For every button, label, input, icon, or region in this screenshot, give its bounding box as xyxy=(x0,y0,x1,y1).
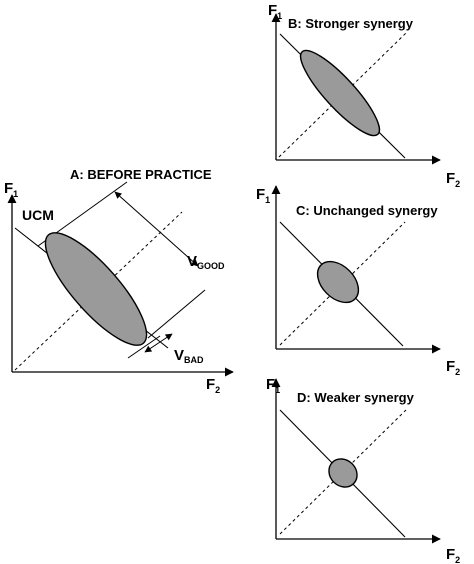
panel-b-x-axis-label: F2 xyxy=(446,170,460,189)
panel-c-title: C: Unchanged synergy xyxy=(296,203,438,218)
panel-a-x-axis-label: F2 xyxy=(206,376,220,395)
panel-a-title: A: BEFORE PRACTICE xyxy=(70,167,212,182)
panel-a-y-axis-label: F1 xyxy=(4,180,18,199)
panel-c-diagonal xyxy=(279,221,406,346)
panel-c-ellipse xyxy=(316,260,360,304)
panel-b-title: B: Stronger synergy xyxy=(288,16,414,31)
panel-a: A: BEFORE PRACTICE F1 F2 UCM VGOOD VBAD xyxy=(4,167,234,395)
panel-a-ellipse-tangent-bottom xyxy=(147,289,206,339)
panel-d-title: D: Weaker synergy xyxy=(297,390,415,405)
panel-d-y-axis-label: F1 xyxy=(266,376,280,395)
v-bad-label: VBAD xyxy=(174,347,204,365)
v-good-label: VGOOD xyxy=(187,253,225,271)
panel-d: D: Weaker synergy F1 F2 xyxy=(266,376,460,564)
v-bad-arrow xyxy=(144,333,173,353)
panel-d-x-axis-label: F2 xyxy=(446,546,460,564)
panel-c-x-axis-label: F2 xyxy=(446,358,460,377)
panel-a-ellipse xyxy=(44,232,148,346)
panel-b: B: Stronger synergy F1 F2 xyxy=(268,2,460,189)
ucm-label: UCM xyxy=(22,207,54,223)
v-good-arrow xyxy=(114,191,199,267)
panel-b-y-axis-label: F1 xyxy=(268,2,282,21)
panel-c-y-axis-label: F1 xyxy=(256,186,270,205)
panel-b-ellipse xyxy=(299,49,381,137)
panel-c: C: Unchanged synergy F1 F2 xyxy=(256,185,460,377)
panel-d-ellipse xyxy=(328,458,358,488)
